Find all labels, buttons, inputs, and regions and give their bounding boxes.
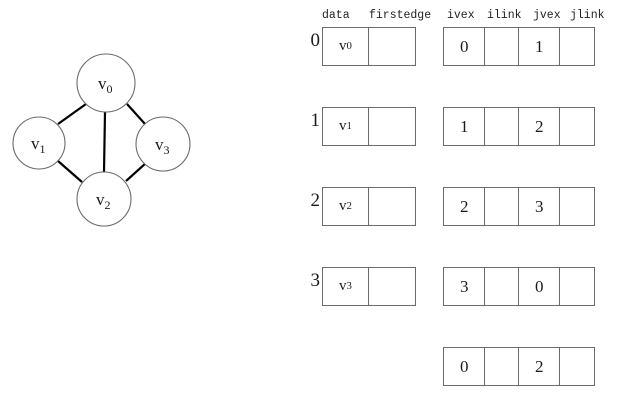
- table-row[interactable]: 2 3: [443, 187, 595, 226]
- edge-table-header-jlink: jlink: [570, 9, 605, 22]
- edge-cell-ivex: 2: [444, 188, 486, 225]
- graph-node-label-v2: v2: [96, 190, 111, 212]
- vertex-cell-data-sub: 0: [346, 40, 352, 53]
- edge-cell-ivex: 1: [444, 108, 486, 145]
- graph-svg: v0 v1 v2 v3: [12, 53, 191, 227]
- vertex-cell-firstedge: [369, 188, 415, 225]
- graph-edge-v0-v2: [102, 111, 107, 173]
- edge-cell-jvex: 0: [519, 268, 561, 305]
- table-row[interactable]: 0 2: [443, 347, 595, 386]
- graph-panel: v0 v1 v2 v3: [0, 0, 230, 270]
- vertex-cell-data-text: v: [339, 198, 347, 214]
- graph-node-label-v3: v3: [155, 135, 170, 157]
- edge-cell-jlink: [560, 108, 594, 145]
- edge-cell-jvex: 1: [519, 28, 561, 65]
- edge-cell-jvex: 2: [519, 348, 561, 385]
- edge-cell-ilink: [485, 108, 520, 145]
- edge-cell-ilink: [485, 188, 520, 225]
- vertex-cell-data-text: v: [339, 38, 347, 54]
- vertex-row-index: 2: [310, 190, 321, 211]
- edge-table-header-ilink: ilink: [487, 9, 522, 22]
- table-row[interactable]: 3 0: [443, 267, 595, 306]
- edge-cell-ivex: 0: [444, 348, 486, 385]
- edge-cell-jlink: [560, 348, 594, 385]
- edge-cell-jvex: 2: [519, 108, 561, 145]
- graph-edge-v0-v3: [126, 103, 146, 125]
- edge-cell-ilink: [485, 268, 520, 305]
- graph-edge-v1-v2: [57, 160, 83, 183]
- graph-node-v1[interactable]: [12, 116, 66, 170]
- table-row[interactable]: 1 2: [443, 107, 595, 146]
- edge-cell-jlink: [560, 268, 594, 305]
- graph-node-v0[interactable]: [76, 53, 136, 113]
- edge-cell-jlink: [560, 28, 594, 65]
- vertex-table-header-data: data: [322, 9, 350, 22]
- vertex-row-index: 1: [310, 110, 321, 131]
- vertex-cell-data-text: v: [339, 278, 347, 294]
- vertex-table-header-firstedge: firstedge: [369, 9, 432, 22]
- table-row[interactable]: 0 1: [443, 27, 595, 66]
- edge-table-header-jvex: jvex: [533, 9, 561, 22]
- vertex-row-index: 0: [310, 30, 321, 51]
- vertex-cell-data-text: v: [339, 118, 347, 134]
- vertex-cell-firstedge: [369, 268, 415, 305]
- vertex-cell-data-sub: 1: [346, 120, 352, 133]
- edge-cell-ilink: [485, 28, 520, 65]
- vertex-row-index: 3: [310, 270, 321, 291]
- edge-cell-ivex: 3: [444, 268, 486, 305]
- edge-cell-ivex: 0: [444, 28, 486, 65]
- graph-node-v2[interactable]: [76, 171, 132, 227]
- vertex-cell-firstedge: [369, 108, 415, 145]
- edge-table-header-ivex: ivex: [447, 9, 475, 22]
- graph-node-label-v1: v1: [31, 134, 46, 156]
- graph-node-v3[interactable]: [135, 116, 191, 172]
- edge-cell-jvex: 3: [519, 188, 561, 225]
- vertex-cell-data-sub: 3: [346, 280, 352, 293]
- vertex-cell-firstedge: [369, 28, 415, 65]
- graph-edge-v2-v3: [125, 162, 147, 182]
- edge-cell-jlink: [560, 188, 594, 225]
- graph-node-label-v0: v0: [98, 74, 113, 96]
- edge-cell-ilink: [485, 348, 520, 385]
- vertex-cell-data-sub: 2: [346, 200, 352, 213]
- graph-edge-v0-v1: [57, 103, 87, 125]
